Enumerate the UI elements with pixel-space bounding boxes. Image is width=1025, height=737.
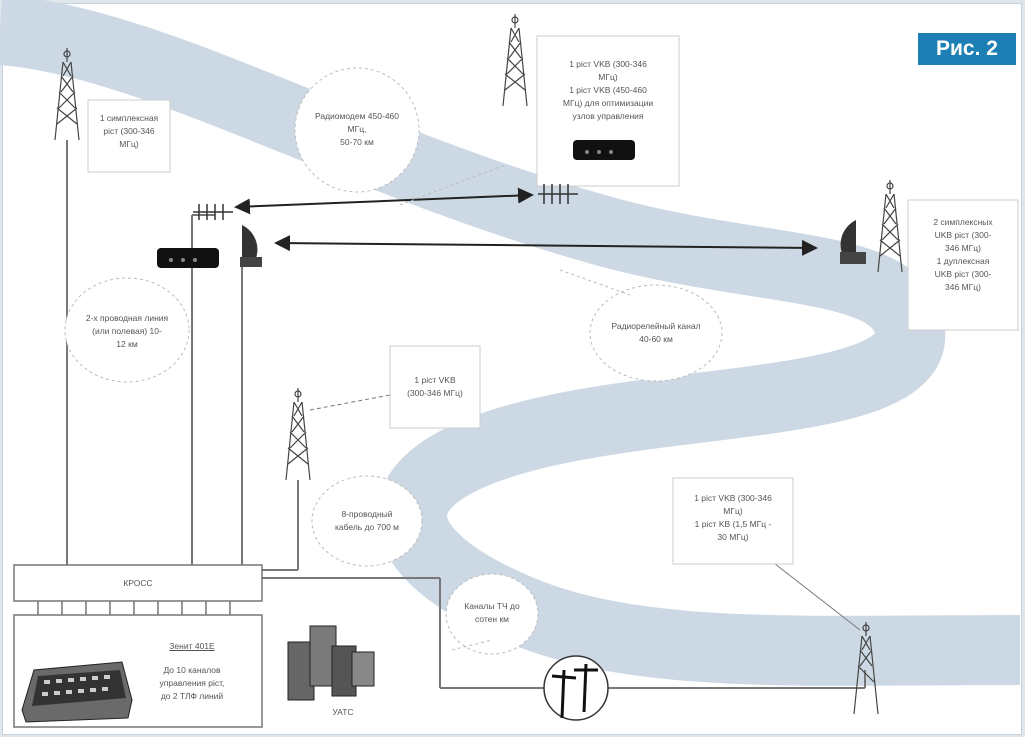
dish-antenna-icon [240,225,262,267]
ellipse-tv [445,573,539,655]
label-ups: УАТС [332,707,354,717]
cross-connectors [37,601,231,615]
ellipse-two-wire [64,277,190,383]
antenna-tower-icon [853,622,879,715]
control-console-icon [21,661,133,723]
box-middle-repeater [389,345,481,429]
radio-relay-arrow [274,235,818,256]
modem-icon [157,248,219,268]
figure-label: Рис. 2 [918,33,1016,65]
box-left-repeater [87,99,171,173]
antenna-tower-icon [502,14,528,107]
box-top-repeater [536,35,680,187]
yagi-antenna-icon [538,184,578,204]
label-bottom-right-repeater: 1 рiст VKB (300-346 МГц) 1 рiст KB (1,5 … [694,493,772,542]
radio-modem-arrow [234,187,534,215]
antenna-tower-icon [285,388,311,481]
ellipse-radio-modem [294,67,420,193]
server-rack-icon [287,625,375,701]
box-right-repeater [907,199,1019,331]
label-middle-repeater: 1 рiст VKB (300-346 МГц) [407,375,463,398]
ellipse-cable [311,475,423,567]
label-cross: КРОСС [123,578,153,588]
ellipse-radio-relay [589,284,723,382]
label-right-repeater: 2 симплексных UKB рiст (300- 346 МГц) 1 … [933,217,993,292]
label-left-repeater: 1 симплексная рiст (300-346 МГц) [99,113,159,149]
yagi-antenna-icon [193,204,233,220]
box-bottom-right-repeater [672,477,794,565]
label-cable: 8-проводный кабель до 700 м [334,509,400,532]
label-console-desc: До 10 каналов управления рiст, до 2 ТЛФ … [159,665,225,701]
label-console-title: Зенит 401Е [169,641,215,651]
antenna-tower-icon [54,48,80,141]
label-tv-channels: Каналы ТЧ до сотен км [464,601,520,624]
power-pole-icon [543,655,609,721]
label-radio-modem: Радиомодем 450-460 МГц, 50-70 км [314,111,400,147]
river-band [0,0,1021,686]
dish-antenna-icon [840,220,866,264]
label-two-wire-line: 2-х проводная линия (или полевая) 10- 12… [85,313,169,349]
label-radio-relay: Радиорелейный канал 40-60 км [611,321,701,344]
antenna-tower-icon [877,180,903,273]
modem-icon [573,140,635,160]
label-top-repeater: 1 рiст VKB (300-346 МГц) 1 рiст VKB (450… [562,59,654,121]
cross-box [13,564,263,602]
